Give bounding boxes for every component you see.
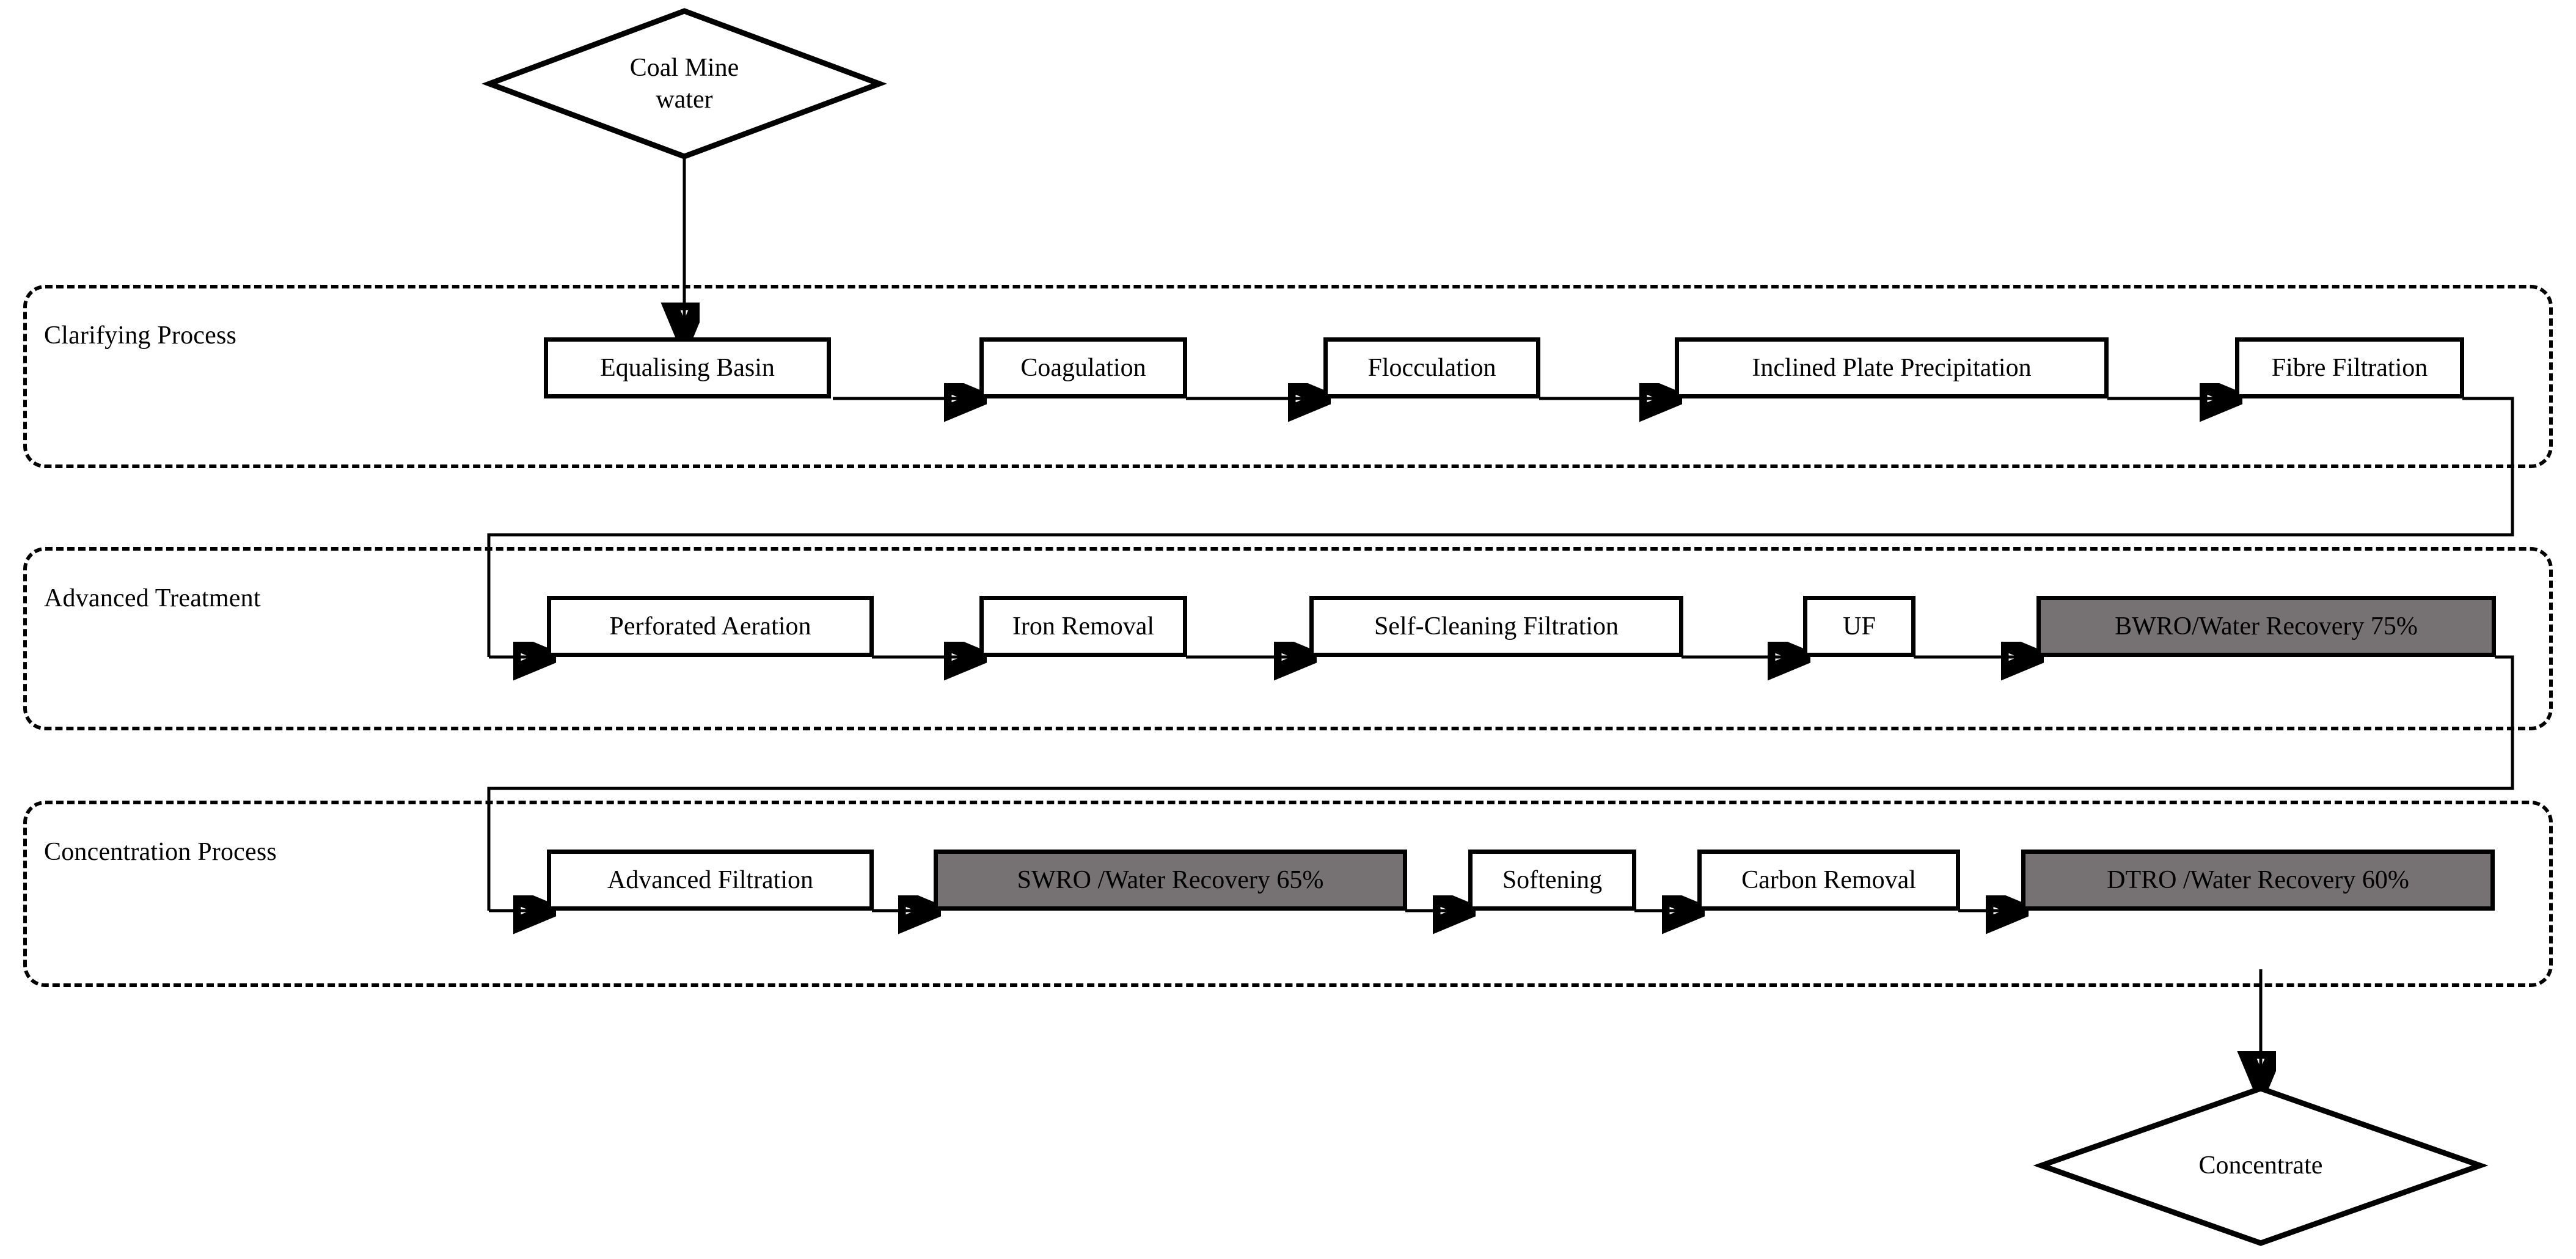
- node-iron-removal[interactable]: Iron Removal: [979, 596, 1187, 657]
- node-uf[interactable]: UF: [1803, 596, 1916, 657]
- group-concentration-process-label: Concentration Process: [44, 838, 277, 866]
- node-advanced-filtration[interactable]: Advanced Filtration: [547, 850, 874, 911]
- node-dtro-water-recovery[interactable]: DTRO /Water Recovery 60%: [2021, 850, 2495, 911]
- node-flocculation[interactable]: Flocculation: [1323, 337, 1540, 398]
- node-fibre-filtration[interactable]: Fibre Filtration: [2235, 337, 2464, 398]
- node-softening[interactable]: Softening: [1468, 850, 1636, 911]
- node-bwro-water-recovery[interactable]: BWRO/Water Recovery 75%: [2036, 596, 2496, 657]
- node-carbon-removal[interactable]: Carbon Removal: [1697, 850, 1960, 911]
- connector-fibre-to-perforated: [487, 397, 2514, 657]
- output-diamond-concentrate[interactable]: Concentrate: [2033, 1085, 2489, 1247]
- node-inclined-plate-precipitation[interactable]: Inclined Plate Precipitation: [1675, 337, 2109, 398]
- group-advanced-treatment-label: Advanced Treatment: [44, 584, 261, 612]
- source-diamond-coal-mine-water[interactable]: Coal Mine water: [481, 7, 887, 160]
- node-self-cleaning-filtration[interactable]: Self-Cleaning Filtration: [1309, 596, 1683, 657]
- node-coagulation[interactable]: Coagulation: [979, 337, 1187, 398]
- node-perforated-aeration[interactable]: Perforated Aeration: [547, 596, 874, 657]
- node-equalising-basin[interactable]: Equalising Basin: [544, 337, 831, 398]
- group-advanced-treatment: [23, 547, 2553, 730]
- connector-bwro-to-advanced-filtration: [487, 655, 2514, 911]
- group-clarifying-process-label: Clarifying Process: [44, 321, 237, 350]
- group-clarifying-process: [23, 285, 2553, 468]
- group-concentration-process: [23, 801, 2553, 987]
- node-swro-water-recovery[interactable]: SWRO /Water Recovery 65%: [934, 850, 1407, 911]
